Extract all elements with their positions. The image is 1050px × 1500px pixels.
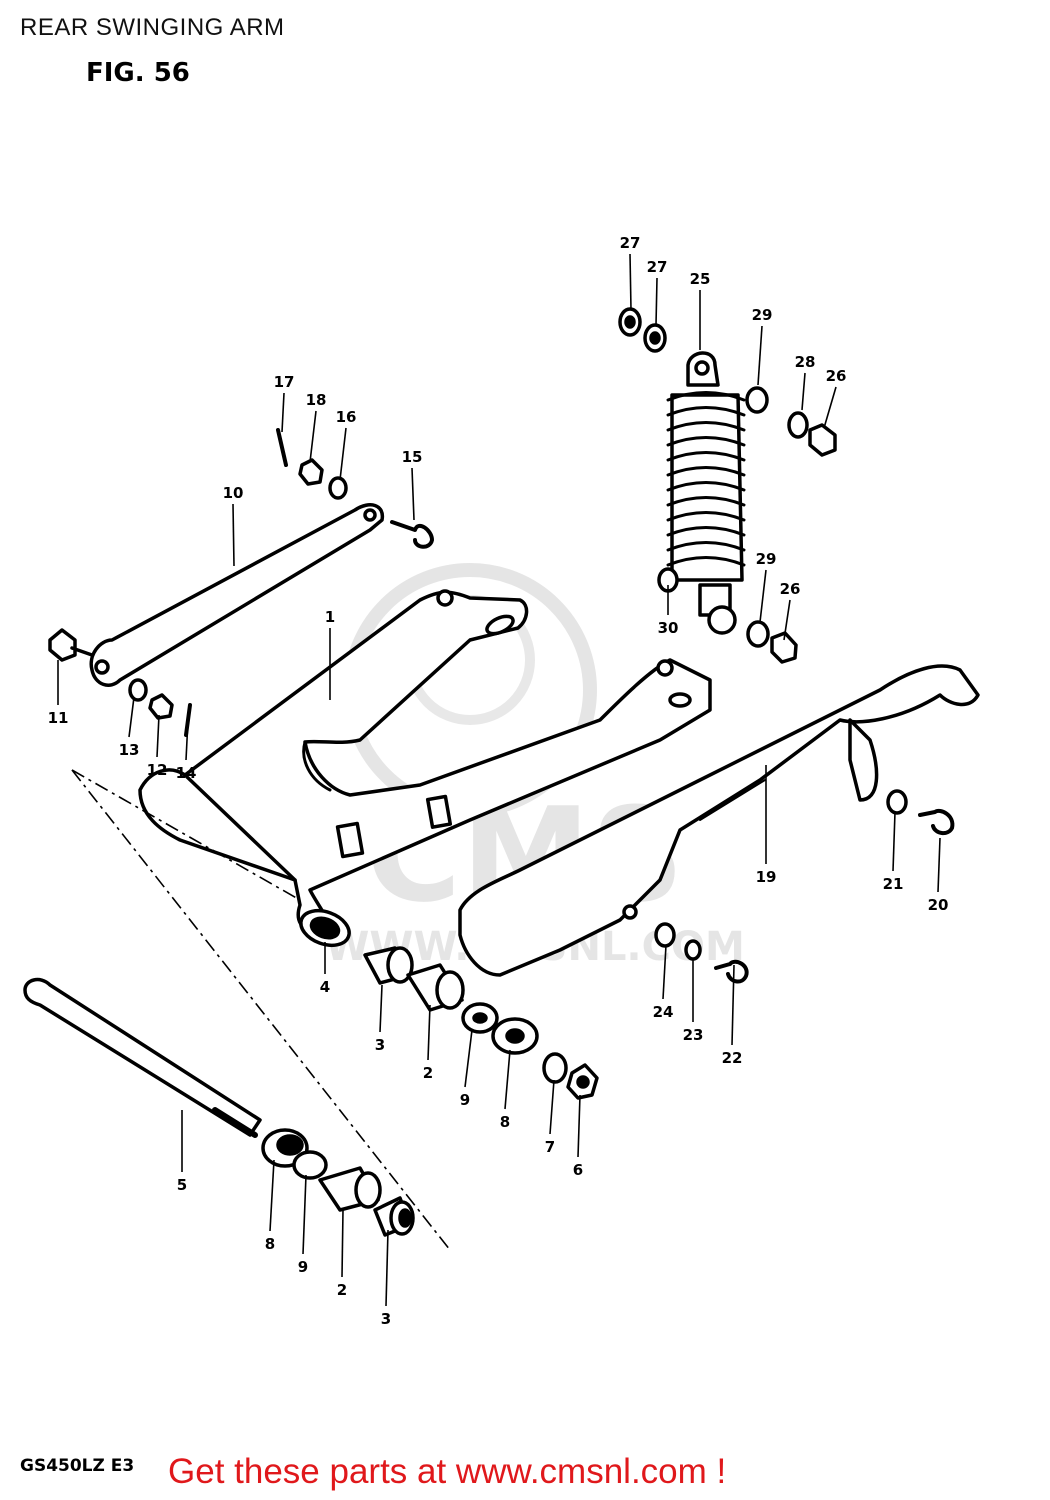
callout-leader: [759, 569, 767, 623]
part-number-label: 23: [683, 1026, 704, 1044]
part-number-label: 14: [176, 764, 197, 782]
callout-leader: [379, 984, 383, 1033]
callout-leader: [128, 696, 135, 738]
part-number-label: 29: [752, 306, 773, 324]
cta-link[interactable]: Get these parts at www.cmsnl.com !: [168, 1452, 727, 1491]
part-number-label: 27: [620, 234, 641, 252]
pivot-shaft: [23, 977, 262, 1138]
swing-arm: [138, 589, 712, 948]
part-number-label: 9: [460, 1091, 470, 1109]
part-number-label: 28: [795, 353, 816, 371]
callout-leader: [269, 1159, 275, 1232]
callout-leader: [662, 944, 667, 1000]
callout-leader: [757, 325, 763, 386]
callout-leader: [783, 599, 791, 641]
small-fasteners: [48, 307, 955, 984]
part-number-label: 8: [500, 1113, 510, 1131]
callout-leader: [427, 1004, 431, 1061]
callout-leader: [341, 1209, 344, 1278]
part-number-label: 8: [265, 1235, 275, 1253]
callout-leader: [385, 1229, 389, 1307]
callout-leader: [823, 386, 837, 429]
part-number-label: 5: [177, 1176, 187, 1194]
part-number-label: 25: [690, 270, 711, 288]
part-number-label: 30: [658, 619, 679, 637]
part-number-label: 9: [298, 1258, 308, 1276]
callout-leader: [411, 467, 415, 521]
part-number-label: 6: [573, 1161, 583, 1179]
callout-leader: [504, 1049, 511, 1110]
lower-pivot-hardware: [261, 1128, 415, 1237]
callout-leader: [464, 1029, 473, 1088]
part-number-label: 10: [223, 484, 244, 502]
part-number-label: 15: [402, 448, 423, 466]
figure-number: FIG. 56: [86, 58, 190, 88]
part-number-label: 26: [826, 367, 847, 385]
part-number-label: 4: [320, 978, 330, 996]
callout-leader: [731, 964, 735, 1046]
model-code: GS450LZ E3: [20, 1456, 135, 1476]
guide-lines: [71, 769, 451, 1251]
part-number-label: 18: [306, 391, 327, 409]
callout-leader: [156, 714, 160, 758]
part-number-label: 11: [48, 709, 69, 727]
callout-leader: [281, 392, 285, 433]
callout-leader: [577, 1094, 581, 1158]
part-number-label: 17: [274, 373, 295, 391]
callout-leader: [309, 410, 317, 463]
callout-leader: [549, 1079, 555, 1135]
callout-leader: [655, 277, 658, 326]
part-number-label: 22: [722, 1049, 743, 1067]
part-number-label: 3: [381, 1310, 391, 1328]
part-number-label: 20: [928, 896, 949, 914]
callout-leader: [339, 427, 347, 481]
callout-leader: [629, 253, 632, 311]
part-number-label: 16: [336, 408, 357, 426]
part-number-label: 3: [375, 1036, 385, 1054]
shock-absorber: [666, 351, 746, 635]
part-number-label: 12: [147, 761, 168, 779]
part-number-label: 19: [756, 868, 777, 886]
callout-leader: [232, 503, 235, 567]
callout-leader: [937, 837, 941, 893]
part-number-label: 21: [883, 875, 904, 893]
chain-case: [458, 664, 980, 977]
callout-leader: [892, 811, 896, 872]
part-number-label: 26: [780, 580, 801, 598]
torque-link: [89, 503, 385, 687]
part-number-label: 13: [119, 741, 140, 759]
part-number-label: 2: [423, 1064, 433, 1082]
callout-leader: [302, 1174, 307, 1255]
part-number-label: 7: [545, 1138, 555, 1156]
part-number-label: 29: [756, 550, 777, 568]
part-number-label: 27: [647, 258, 668, 276]
upper-pivot-hardware: [363, 946, 599, 1100]
part-number-label: 24: [653, 1003, 674, 1021]
page-title: REAR SWINGING ARM: [20, 14, 285, 41]
part-number-label: 2: [337, 1281, 347, 1299]
part-number-label: 1: [325, 608, 335, 626]
callout-leader: [185, 719, 189, 761]
callout-leader: [801, 372, 806, 411]
